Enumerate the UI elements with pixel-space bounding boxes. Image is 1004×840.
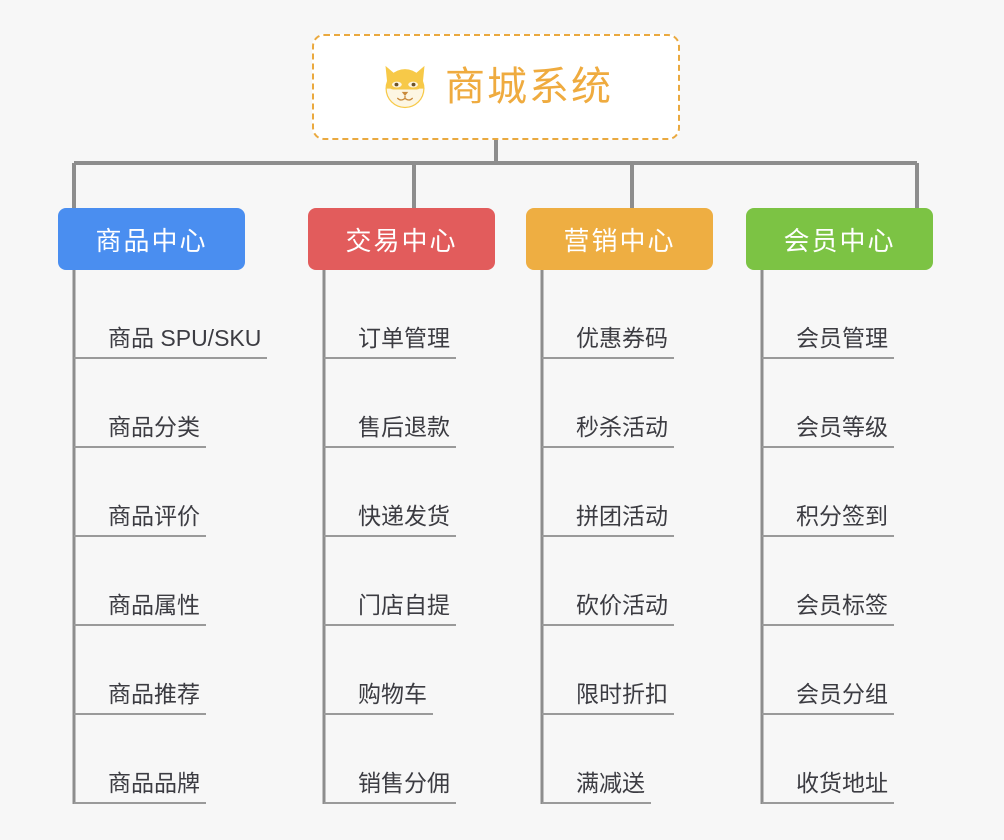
- leaf-column-4: 会员管理会员等级积分签到会员标签会员分组收货地址: [762, 270, 894, 804]
- leaf-item[interactable]: 售后退款: [324, 359, 456, 448]
- category-box-3[interactable]: 营销中心: [526, 208, 713, 270]
- leaf-label: 会员标签: [762, 591, 894, 626]
- leaf-item[interactable]: 砍价活动: [542, 537, 674, 626]
- leaf-label: 满减送: [542, 769, 651, 804]
- leaf-label: 会员等级: [762, 413, 894, 448]
- leaf-item[interactable]: 优惠券码: [542, 270, 674, 359]
- category-box-4[interactable]: 会员中心: [746, 208, 933, 270]
- leaf-label: 销售分佣: [324, 769, 456, 804]
- leaf-label: 优惠券码: [542, 324, 674, 359]
- category-box-1[interactable]: 商品中心: [58, 208, 245, 270]
- leaf-label: 积分签到: [762, 502, 894, 537]
- leaf-item[interactable]: 满减送: [542, 715, 674, 804]
- leaf-item[interactable]: 门店自提: [324, 537, 456, 626]
- leaf-label: 商品评价: [74, 502, 206, 537]
- leaf-label: 售后退款: [324, 413, 456, 448]
- leaf-item[interactable]: 拼团活动: [542, 448, 674, 537]
- leaf-item[interactable]: 销售分佣: [324, 715, 456, 804]
- leaf-item[interactable]: 快递发货: [324, 448, 456, 537]
- leaf-label: 商品属性: [74, 591, 206, 626]
- leaf-item[interactable]: 订单管理: [324, 270, 456, 359]
- leaf-item[interactable]: 商品品牌: [74, 715, 267, 804]
- leaf-item[interactable]: 会员管理: [762, 270, 894, 359]
- root-node[interactable]: 商城系统: [312, 34, 680, 140]
- leaf-column-2: 订单管理售后退款快递发货门店自提购物车销售分佣: [324, 270, 456, 804]
- leaf-label: 拼团活动: [542, 502, 674, 537]
- leaf-label: 门店自提: [324, 591, 456, 626]
- shiba-dog-face-icon: [385, 65, 425, 109]
- leaf-item[interactable]: 会员分组: [762, 626, 894, 715]
- category-label: 会员中心: [783, 225, 896, 256]
- leaf-item[interactable]: 商品 SPU/SKU: [74, 270, 268, 359]
- leaf-item[interactable]: 积分签到: [762, 448, 894, 537]
- leaf-item[interactable]: 商品评价: [74, 448, 267, 537]
- leaf-label: 商品分类: [74, 413, 206, 448]
- leaf-column-3: 优惠券码秒杀活动拼团活动砍价活动限时折扣满减送: [542, 270, 674, 804]
- leaf-item[interactable]: 收货地址: [762, 715, 894, 804]
- leaf-item[interactable]: 限时折扣: [542, 626, 674, 715]
- leaf-item[interactable]: 会员标签: [762, 537, 894, 626]
- category-box-2[interactable]: 交易中心: [308, 208, 495, 270]
- root-title: 商城系统: [445, 65, 613, 109]
- leaf-item[interactable]: 商品分类: [74, 359, 267, 448]
- leaf-label: 砍价活动: [542, 591, 674, 626]
- leaf-item[interactable]: 秒杀活动: [542, 359, 674, 448]
- leaf-label: 限时折扣: [542, 680, 674, 715]
- leaf-column-1: 商品 SPU/SKU 商品分类商品评价商品属性商品推荐商品品牌: [74, 270, 268, 804]
- leaf-label: 会员分组: [762, 680, 894, 715]
- leaf-label: 商品品牌: [74, 769, 206, 804]
- leaf-label: 收货地址: [762, 769, 894, 804]
- leaf-item[interactable]: 购物车: [324, 626, 456, 715]
- category-label: 商品中心: [95, 225, 208, 256]
- category-label: 交易中心: [345, 225, 458, 256]
- leaf-label: 会员管理: [762, 324, 894, 359]
- leaf-label: 购物车: [324, 680, 433, 715]
- leaf-label: 商品推荐: [74, 680, 206, 715]
- leaf-label: 快递发货: [324, 502, 456, 537]
- leaf-item[interactable]: 商品推荐: [74, 626, 267, 715]
- leaf-label: 商品 SPU/SKU: [74, 324, 268, 359]
- leaf-label: 秒杀活动: [542, 413, 674, 448]
- leaf-item[interactable]: 商品属性: [74, 537, 267, 626]
- leaf-label: 订单管理: [324, 324, 456, 359]
- leaf-item[interactable]: 会员等级: [762, 359, 894, 448]
- category-label: 营销中心: [563, 225, 676, 256]
